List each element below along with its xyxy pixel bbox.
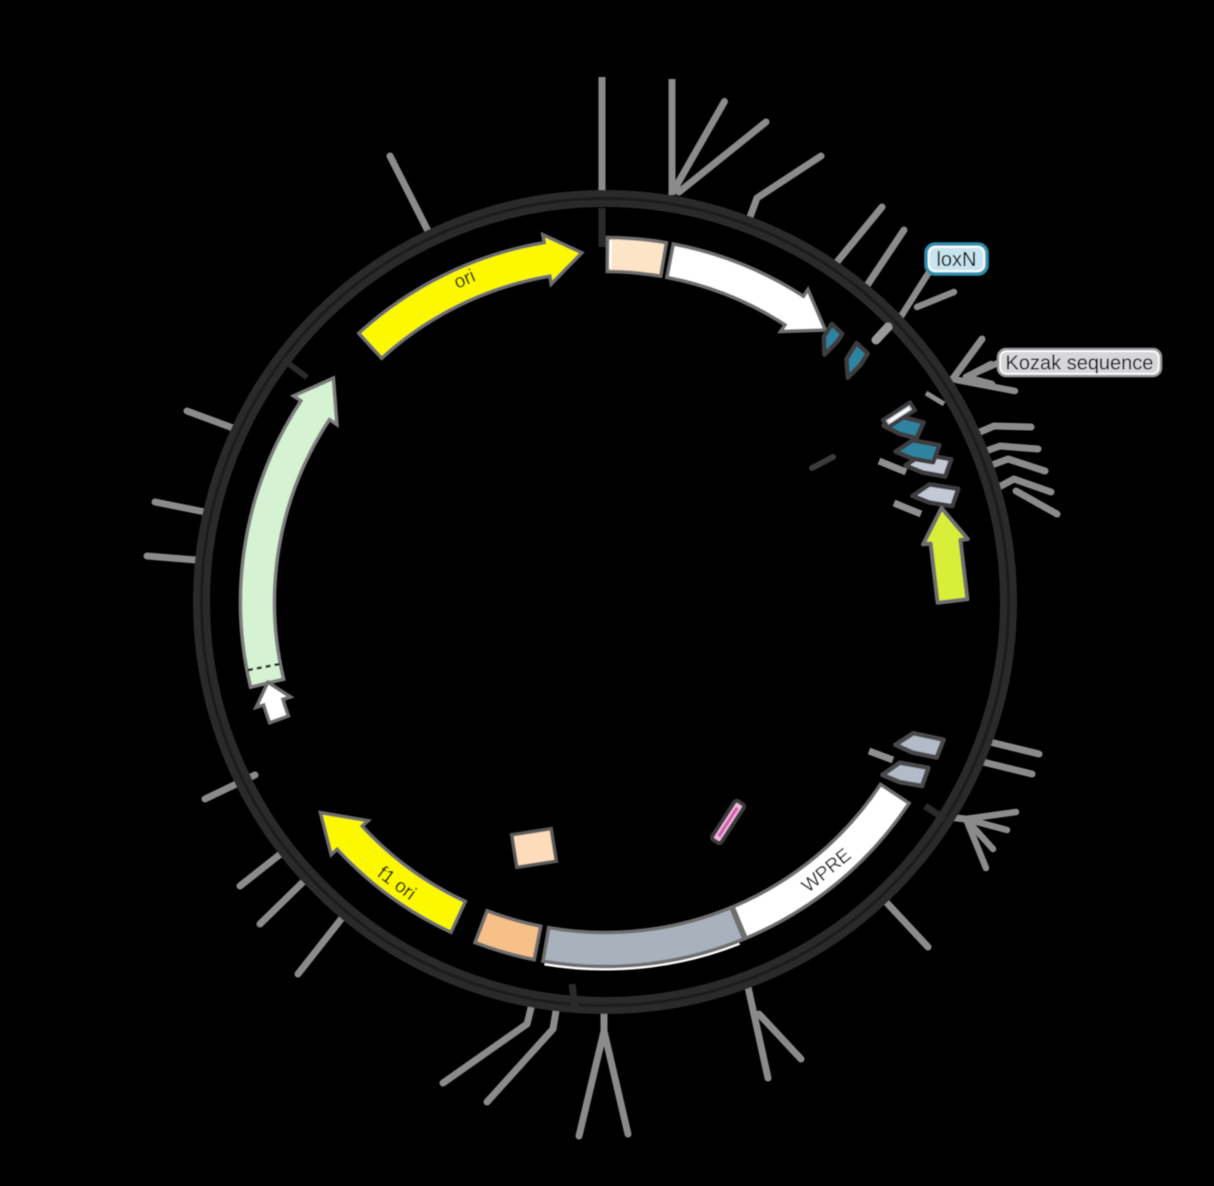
svg-text:loxN: loxN (936, 249, 976, 271)
svg-text:Kozak sequence: Kozak sequence (1006, 353, 1154, 375)
